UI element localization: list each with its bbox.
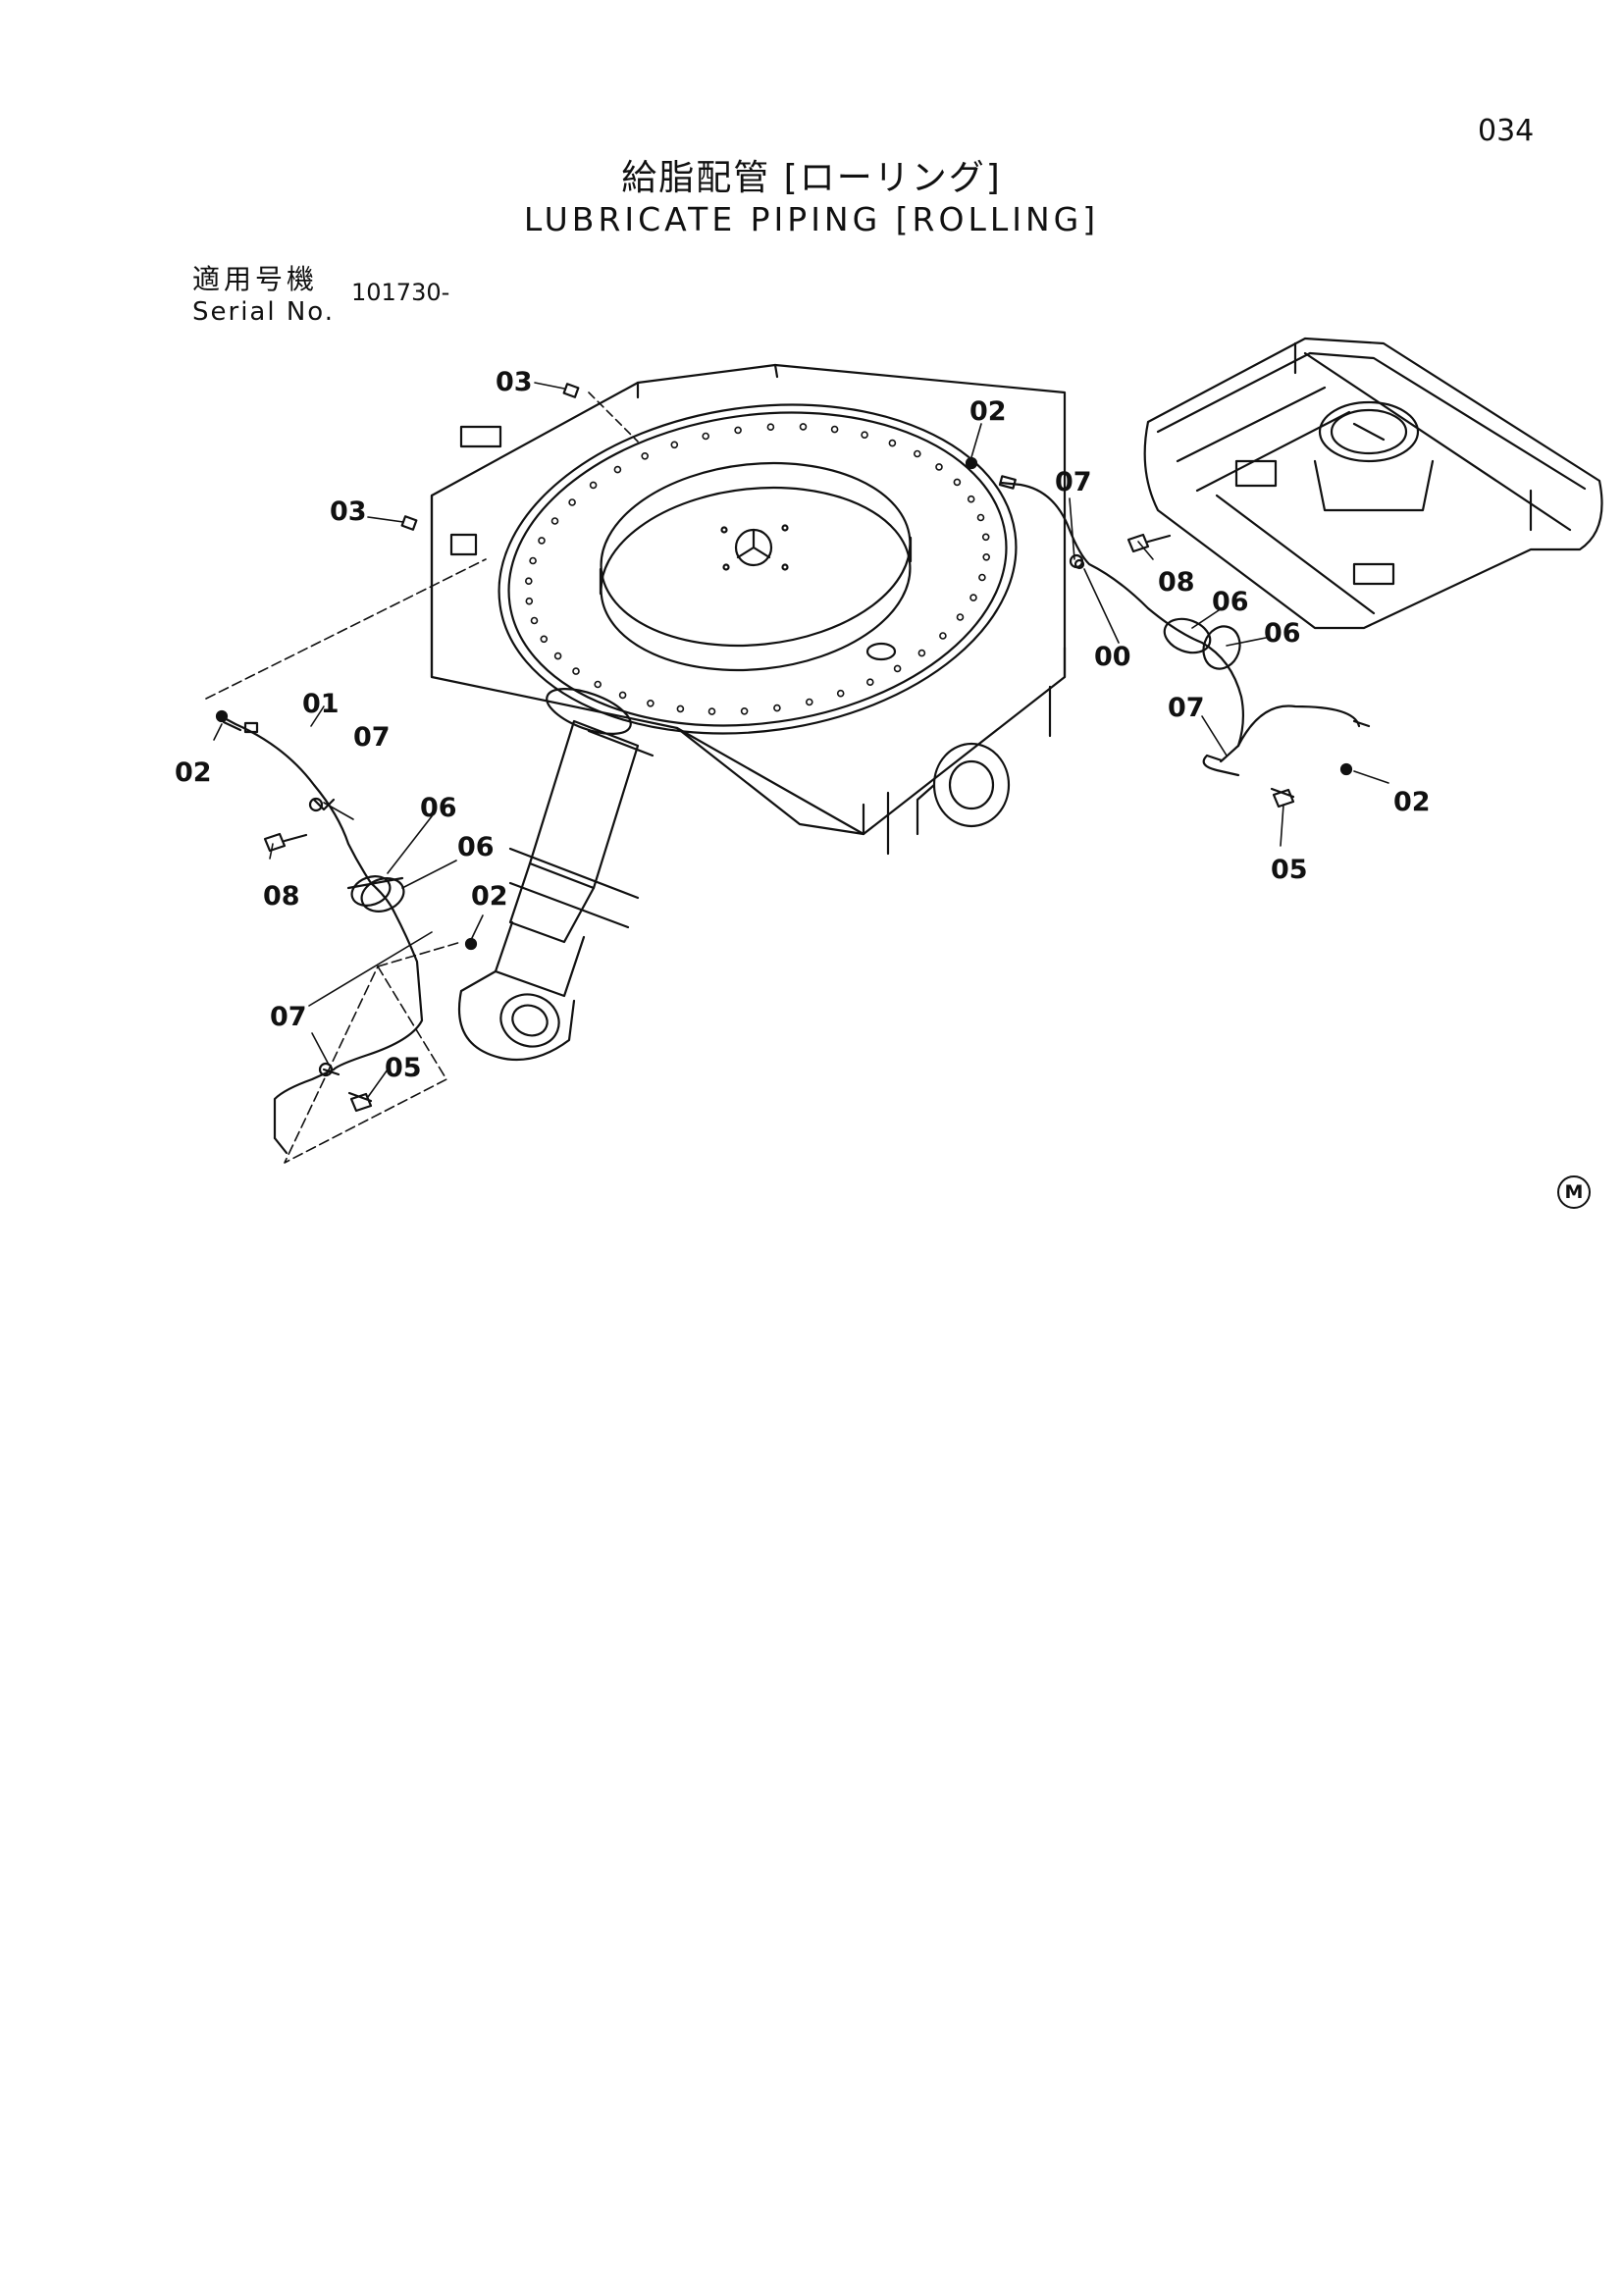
part-callouts: 03 03 02 07 08 06 06 00 07 02 05 01 02 0… [175, 367, 1431, 1083]
bolt-hole [939, 632, 947, 640]
bolt-hole [613, 465, 622, 474]
bolt-hole [734, 426, 742, 435]
right-grease-piping [999, 481, 1371, 777]
bolt-hole [865, 678, 874, 687]
bolt-hole [647, 699, 654, 707]
callout-07: 07 [1168, 693, 1205, 723]
bolt-hole [969, 594, 977, 601]
bolt-hole [670, 441, 679, 449]
left-grease-piping [219, 714, 424, 1155]
callout-07: 07 [270, 1002, 307, 1032]
callout-02: 02 [1393, 787, 1431, 817]
bolt-hole [805, 698, 813, 706]
fittings [215, 383, 1353, 1113]
bolt-hole [589, 481, 598, 490]
bolt-hole [917, 649, 926, 657]
bolt-hole [594, 680, 602, 689]
bolt-hole [553, 652, 562, 660]
bolt-hole [529, 556, 537, 565]
callout-06: 06 [457, 832, 495, 862]
lubricate-piping-diagram: 03 03 02 07 08 06 06 00 07 02 05 01 02 0… [175, 337, 1603, 1164]
callout-06: 06 [1264, 618, 1301, 649]
bolt-hole [641, 451, 650, 460]
swing-frame-drawing [430, 363, 1067, 856]
callout-02: 02 [471, 881, 508, 912]
callout-05: 05 [385, 1053, 422, 1083]
callout-02: 02 [175, 757, 212, 788]
bolt-hole [550, 517, 559, 525]
bolt-hole [978, 573, 986, 582]
bolt-hole [893, 664, 902, 673]
swing-bearing-ring [497, 403, 1018, 735]
callout-00: 00 [1094, 642, 1131, 672]
callout-08: 08 [1158, 567, 1195, 598]
callout-03: 03 [330, 496, 367, 527]
bolt-hole [981, 533, 990, 542]
callout-07: 07 [353, 722, 391, 753]
page-title-japanese: 給脂配管 [ローリング] [621, 158, 1002, 198]
bolt-hole [707, 707, 716, 715]
callout-06: 06 [1212, 587, 1249, 617]
m-mark-icon: M [1557, 1175, 1591, 1209]
callout-05: 05 [1271, 855, 1308, 885]
callout-02: 02 [969, 396, 1007, 427]
bolt-hole [572, 667, 580, 675]
undercarriage-drawing [1143, 337, 1603, 630]
bolt-hole [830, 425, 839, 434]
bolt-hole [836, 689, 845, 698]
bolt-hole [702, 432, 710, 441]
callout-08: 08 [263, 881, 300, 912]
serial-number-value: 101730- [351, 279, 450, 306]
bolt-hole [538, 537, 546, 545]
bolt-hole [799, 423, 808, 431]
bolt-hole [530, 616, 539, 625]
bolt-hole [773, 704, 781, 712]
bolt-hole [740, 706, 749, 715]
bolt-hole [766, 423, 775, 432]
bolt-hole [967, 495, 975, 503]
callout-07: 07 [1055, 467, 1092, 497]
bolt-hole [676, 704, 685, 713]
page-number: 034 [1478, 114, 1535, 148]
serial-label-japanese: 適用号機 [192, 263, 319, 295]
bolt-hole [953, 478, 962, 487]
bolt-hole [976, 513, 985, 522]
ring-bolt-holes [524, 423, 991, 715]
bolt-hole [913, 449, 921, 458]
callout-03: 03 [496, 367, 533, 397]
callout-06: 06 [420, 793, 457, 823]
bolt-hole [982, 552, 991, 561]
leader-lines [205, 382, 1389, 1164]
bolt-hole [888, 439, 897, 447]
bolt-hole [956, 613, 965, 621]
bolt-hole [618, 691, 627, 700]
bolt-hole [568, 498, 576, 506]
bolt-hole [525, 597, 534, 605]
rolling-cylinder-drawing [457, 688, 654, 1062]
bolt-hole [524, 577, 533, 586]
page-title-english: LUBRICATE PIPING [ROLLING] [523, 200, 1100, 238]
bolt-hole [935, 463, 943, 471]
bolt-hole [540, 635, 549, 644]
callout-01: 01 [302, 689, 340, 719]
bolt-hole [861, 431, 868, 440]
serial-label-english: Serial No. [192, 297, 335, 327]
